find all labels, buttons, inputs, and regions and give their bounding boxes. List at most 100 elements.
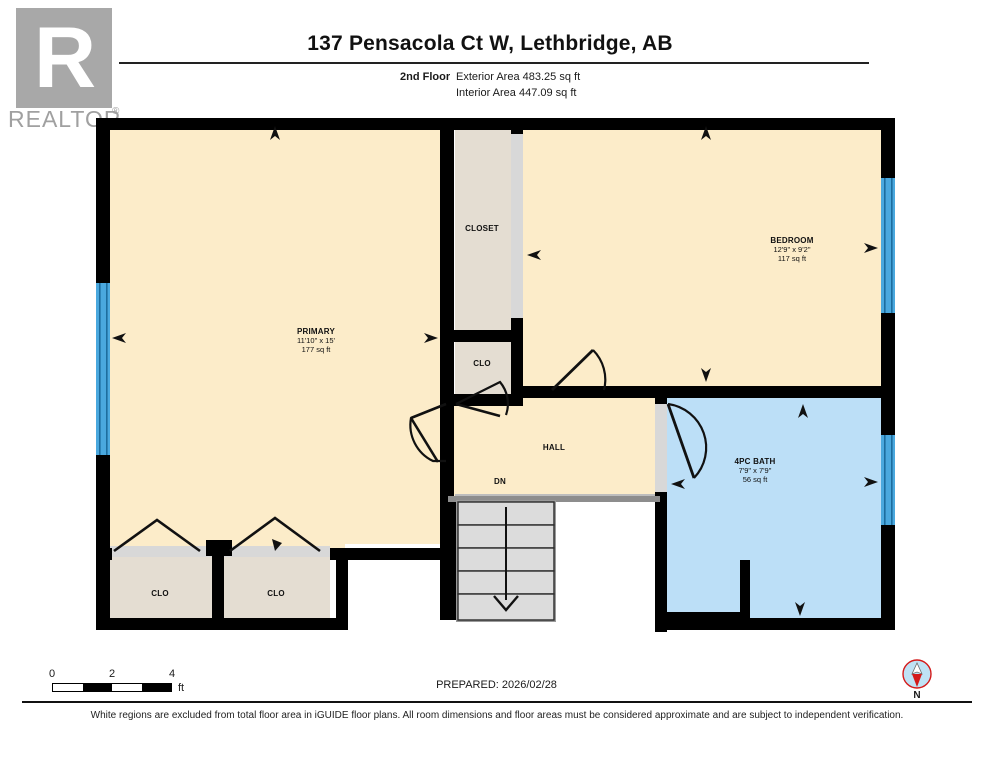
door-swing-bedroom [592,349,607,391]
door-bifold-clo-left [113,518,201,553]
wall-left-upper [96,118,110,283]
viewpoint-arrow-primary-top-icon [270,126,280,140]
door-swing-clo-upper [455,380,509,416]
wall-clo-header-left [96,548,112,560]
compass-rose: N [900,658,944,704]
stairs-direction-label: DN [494,477,506,486]
viewpoint-arrow-bath-top-icon [798,404,808,418]
door-leaf-bath [666,403,696,479]
scale-bar-unit: ft [178,682,185,694]
door-marker-clo-right-icon [272,539,282,551]
room-label-bedroom: BEDROOM 12'9" x 9'2" 117 sq ft [770,236,813,263]
room-fill-bedroom [523,120,891,390]
room-label-clo-right: CLO [267,589,285,598]
door-leaf-bedroom [551,348,594,392]
scale-bar-ticks: 0 2 4 [48,668,192,682]
realtor-logo-letter: R [34,10,96,106]
wall-top-closet-cap [448,118,516,130]
wall-bedroom-left-lower [511,318,523,398]
window-left-primary-mullion-b [106,283,108,455]
interior-area-value: Interior Area 447.09 sq ft [456,87,577,99]
exterior-area-value: Exterior Area 483.25 sq ft [456,71,581,83]
door-gap-hall-bath [655,400,667,496]
page-title: 137 Pensacola Ct W, Lethbridge, AB [307,32,673,55]
wall-right-mid [881,313,895,435]
wall-bedroom-bottom [523,386,895,398]
wall-hall-bath-lower [655,492,667,632]
wall-clo-header-right [330,548,348,560]
floor-label: 2nd Floor [400,71,451,83]
viewpoint-arrow-bedroom-top-icon [701,126,711,140]
window-left-primary [96,283,110,455]
viewpoint-arrow-bath-right-icon [864,477,878,487]
floor-meta-row-exterior: 2nd Floor Exterior Area 483.25 sq ft [400,69,580,85]
room-label-clo-left: CLO [151,589,169,598]
room-label-bedroom-dimensions: 12'9" x 9'2" [774,245,811,254]
wall-closet-main-bottom [448,330,523,342]
wall-clo-header-mid [206,540,232,556]
wall-clo-divider [212,548,224,630]
wall-top-right [516,118,895,130]
room-label-primary-name: PRIMARY [297,327,335,336]
window-right-bath-mullion-a [884,435,886,525]
compass-needle-north-icon [911,662,923,675]
wall-right-upper [881,118,895,178]
prepared-date: PREPARED: 2026/02/28 [436,679,557,691]
door-gap-clo-right [222,546,330,557]
window-right-bedroom-mullion-b [891,178,893,313]
door-gap-clo-left [105,546,213,557]
window-right-bedroom [881,178,895,313]
realtor-logo: R REALTOR ® [8,8,128,136]
door-swing-bath [667,402,708,479]
room-label-clo-upper: CLO [473,359,491,368]
scale-tick-4: 4 [168,668,176,680]
room-label-bath-name: 4PC BATH [734,457,775,466]
room-fill-primary [100,120,445,544]
viewpoint-arrow-bedroom-bottom-icon [701,368,711,382]
room-label-hall: HALL [543,443,565,452]
room-label-primary: PRIMARY 11'10" x 15' 177 sq ft [297,327,336,354]
header-divider [119,62,869,64]
viewpoint-arrow-primary-left-icon [112,333,126,343]
viewpoint-arrow-bath-bottom-icon [795,602,805,616]
room-label-closet-main: CLOSET [465,224,499,233]
viewpoint-arrow-bath-left-icon [671,479,685,489]
viewpoint-arrow-closet-icon [527,250,541,260]
staircase [456,500,556,622]
wall-right-lower [881,525,895,630]
door-bifold-clo-right [229,516,321,553]
footer-disclaimer: White regions are excluded from total fl… [90,710,904,721]
compass-needle-south-icon [912,674,922,687]
scale-segment-4 [141,684,171,691]
room-label-bedroom-area: 117 sq ft [778,254,807,263]
wall-hall-bottom [440,498,460,620]
room-label-primary-area: 177 sq ft [302,345,332,354]
stair-direction-arrow-icon [493,595,519,612]
room-label-bath: 4PC BATH 7'9" x 7'9" 56 sq ft [734,457,775,484]
room-fill-clo-upper [455,340,511,398]
door-leaf-clo-upper [455,402,501,418]
wall-primary-right-bottom [336,548,348,630]
floor-meta-row-interior: Interior Area 447.09 sq ft [400,85,580,101]
room-fill-clo-right [222,556,330,626]
door-leaf-primary-hall-b [409,417,440,463]
wall-primary-bottom-return [336,548,446,560]
window-left-primary-mullion-a [99,283,101,455]
viewpoint-arrow-bedroom-right-icon [864,243,878,253]
room-fill-hall [450,398,663,498]
realtor-registered-mark: ® [112,106,120,117]
window-right-bath-mullion-b [891,435,893,525]
scale-tick-2: 2 [108,668,116,680]
wall-clo-left-outer [96,548,108,630]
wall-bottom-right [655,618,895,630]
room-fill-clo-left [105,556,213,626]
door-leaf-primary-hall [410,402,447,420]
window-right-bedroom-mullion-a [884,178,886,313]
scale-tick-0: 0 [48,668,56,680]
scale-bar-segments [52,683,172,692]
room-label-bedroom-name: BEDROOM [770,236,813,245]
compass-icon [902,659,932,689]
scale-bar: 0 2 4 ft [48,668,192,702]
room-label-bath-dimensions: 7'9" x 7'9" [739,466,772,475]
